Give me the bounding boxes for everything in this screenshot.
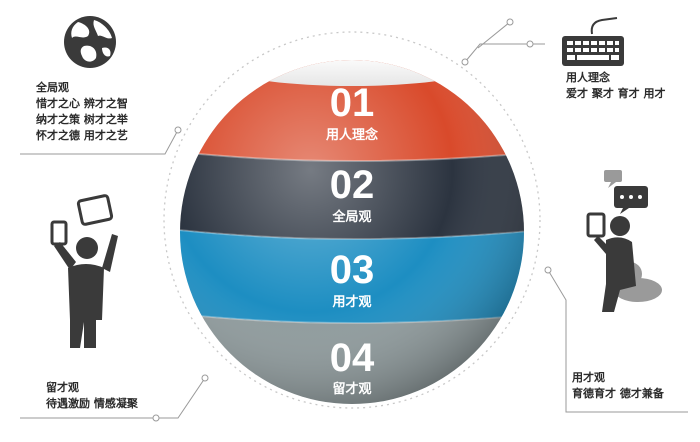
connector-top-right — [464, 43, 545, 63]
band-04-number: 04 — [330, 336, 375, 380]
band-01-label: 用人理念 — [325, 127, 378, 143]
band-03-number: 03 — [330, 248, 375, 292]
callout-top-left: 全局观 惜才之心 辨才之智 纳才之策 树才之举 怀才之德 用才之艺 — [36, 80, 128, 144]
callout-top-left-line-2: 纳才之策 树才之举 — [36, 113, 128, 126]
person-chat-icon — [586, 170, 662, 312]
globe-icon — [64, 16, 116, 68]
callout-top-left-line-1: 惜才之心 辨才之智 — [36, 97, 128, 110]
connector-bottom-right — [547, 269, 688, 413]
connector-top-left — [20, 129, 179, 155]
callout-bottom-left-line-1: 待遇激励 情感凝聚 — [46, 397, 138, 410]
callout-bottom-right-line-1: 育德育才 德才兼备 — [572, 387, 664, 400]
callout-top-left-line-3: 怀才之德 用才之艺 — [36, 129, 128, 142]
callout-top-right: 用人理念 爱才 聚才 育才 用才 — [566, 70, 666, 102]
band-02-number: 02 — [330, 163, 375, 207]
callout-top-right-line-1: 爱才 聚才 育才 用才 — [566, 87, 666, 100]
outer-dotted-ring — [163, 31, 541, 409]
band-02-label: 全局观 — [331, 209, 371, 225]
connector-bottom-left — [20, 377, 206, 419]
keyboard-icon — [562, 17, 624, 66]
person-tablet-icon — [50, 194, 118, 348]
callout-bottom-left: 留才观 待遇激励 情感凝聚 — [46, 380, 138, 412]
band-04-label: 留才观 — [332, 381, 371, 397]
band-01-number: 01 — [330, 81, 375, 125]
callout-top-left-title: 全局观 — [36, 81, 69, 94]
callout-bottom-right-title: 用才观 — [572, 371, 605, 384]
callout-top-right-title: 用人理念 — [566, 71, 610, 84]
callout-bottom-right: 用才观 育德育才 德才兼备 — [572, 370, 664, 402]
connectors — [20, 18, 688, 422]
band-03-label: 用才观 — [331, 294, 371, 310]
callout-bottom-left-title: 留才观 — [46, 381, 79, 394]
